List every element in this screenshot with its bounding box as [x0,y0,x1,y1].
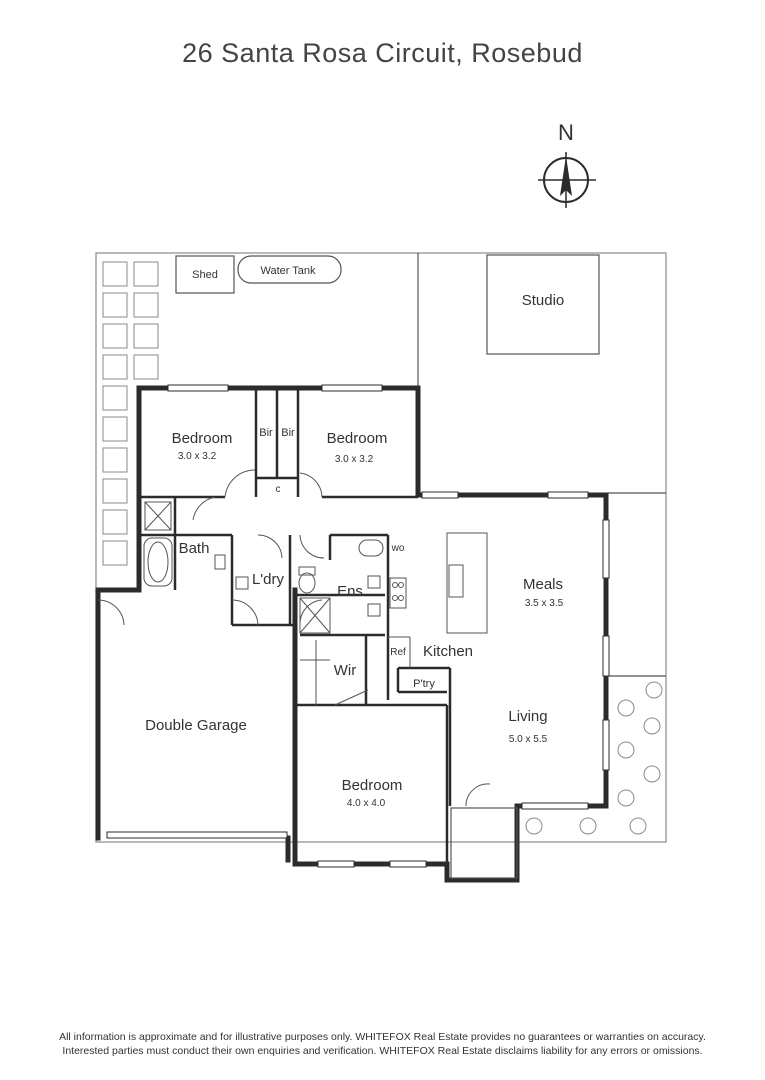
porch [450,807,518,879]
exterior-walls [95,385,609,883]
living-label: Living [508,708,547,725]
linen-label: c [276,484,281,495]
vanity [214,554,226,570]
pantry-label: P'try [413,678,435,690]
bedroom-nw-label: Bedroom [172,430,233,447]
ref-label: Ref [390,647,406,658]
windows [106,384,610,868]
ensuite-label: Ens [337,583,363,600]
meals-label: Meals [523,576,563,593]
water-tank [237,255,342,284]
laundry-sink [235,576,249,590]
plan-title: 26 Santa Rosa Circuit, Rosebud [182,38,583,68]
wir-label: Wir [334,662,357,679]
bir-left-label: Bir [259,427,273,439]
cooktop [389,577,407,609]
disclaimer-line-1: All information is approximate and for i… [59,1031,706,1043]
shed [175,255,235,294]
living-dim: 5.0 x 5.5 [509,734,548,745]
studio-label: Studio [522,292,565,309]
bedroom-nw-dim: 3.0 x 3.2 [178,451,217,462]
property-boundary [95,252,667,843]
bathtub [143,537,173,587]
bedroom-main-label: Bedroom [342,777,403,794]
bedroom-main-dim: 4.0 x 4.0 [347,798,386,809]
sink [448,564,464,598]
garage-label: Double Garage [145,717,247,734]
fixtures [143,501,488,705]
kitchen-label: Kitchen [423,643,473,660]
meals-dim: 3.5 x 3.5 [525,598,564,609]
wc-toilet [358,539,384,557]
shed-label: Shed [192,269,218,281]
shrub-icons [525,681,663,835]
wo-label: wo [391,543,405,554]
shower [144,501,172,531]
interior-walls [139,388,452,864]
ensuite-shower [299,597,331,634]
bedroom-n-dim: 3.0 x 3.2 [335,454,374,465]
pavers [102,261,159,566]
studio [486,254,600,355]
disclaimer-line-2: Interested parties must conduct their ow… [62,1045,703,1057]
bir-right-label: Bir [281,427,295,439]
water-tank-label: Water Tank [260,265,316,277]
laundry-label: L'dry [252,571,285,588]
north-compass-icon: N [538,120,596,208]
compass-label: N [558,120,574,145]
bedroom-n-label: Bedroom [327,430,388,447]
toilet [298,566,316,576]
kitchen-island [446,532,488,634]
bath-label: Bath [179,540,210,557]
